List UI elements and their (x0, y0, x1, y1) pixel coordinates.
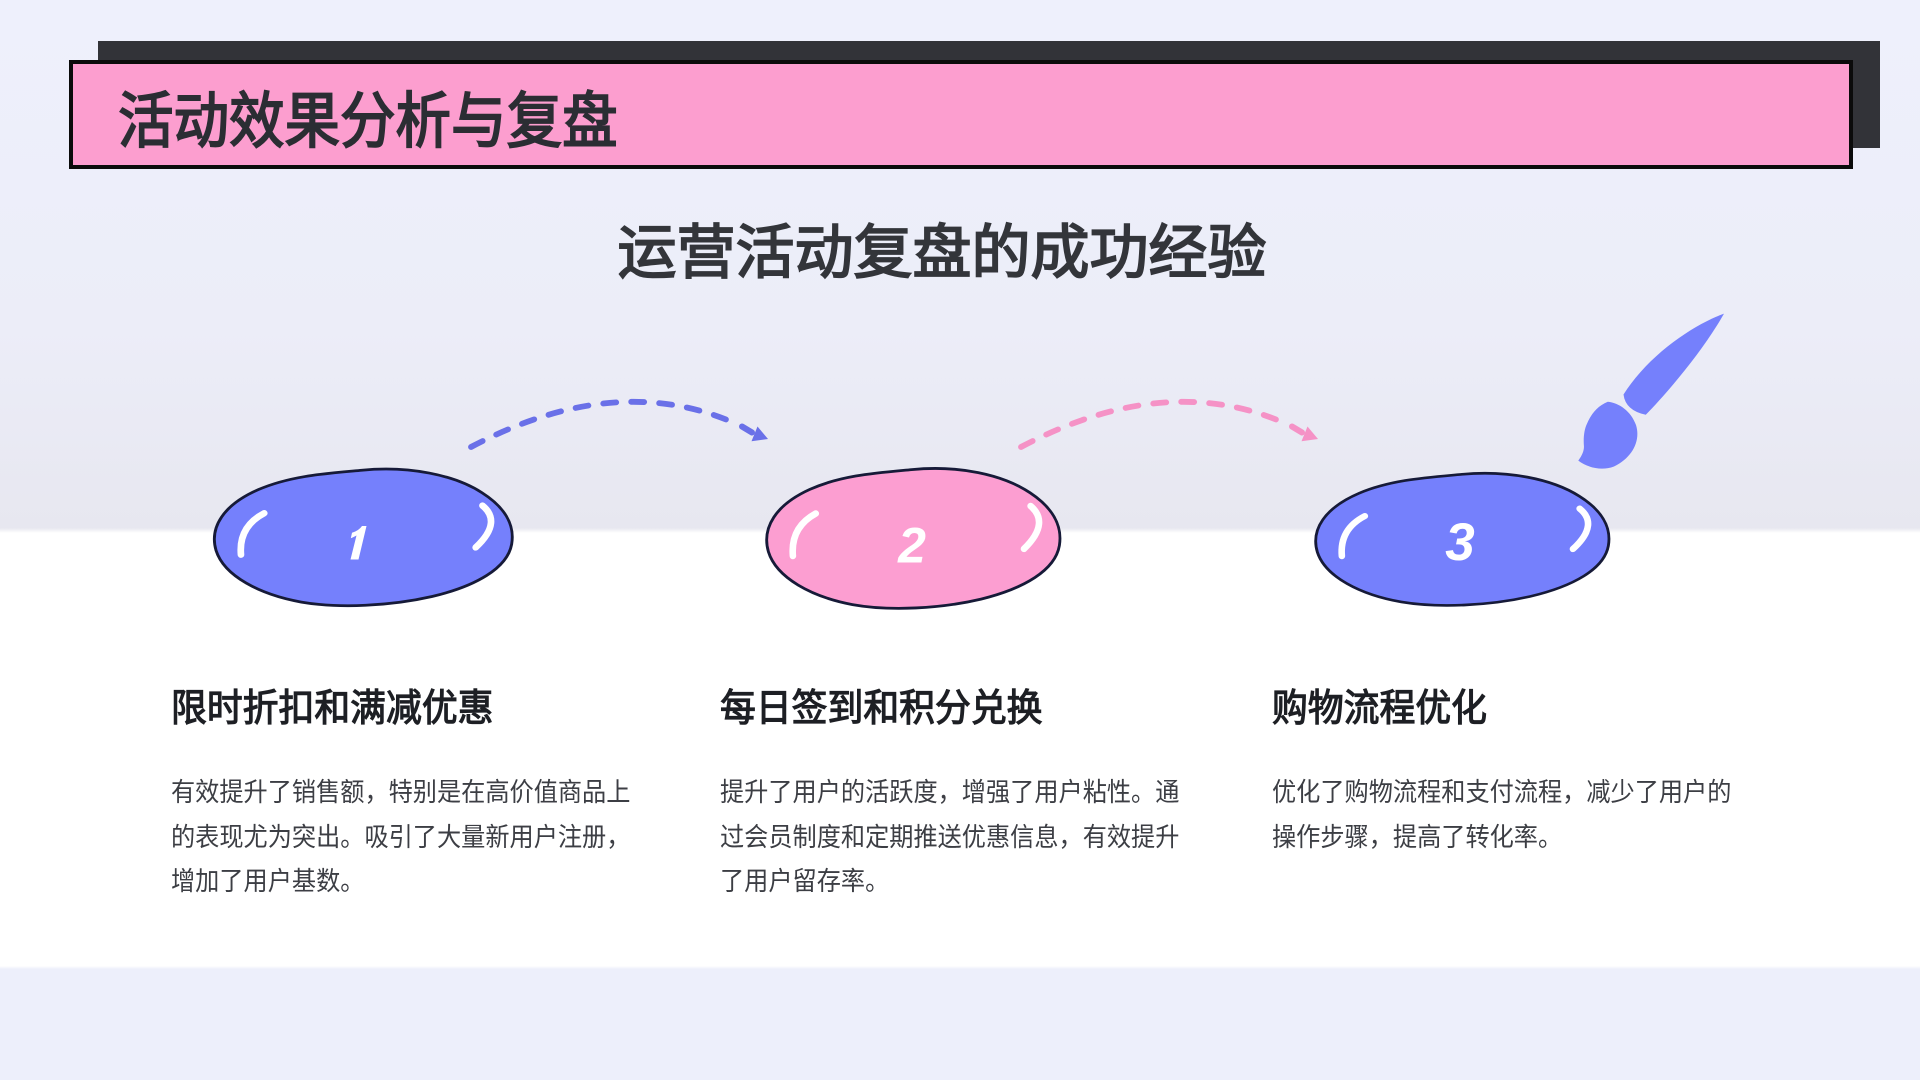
svg-text:2: 2 (897, 518, 926, 574)
svg-text:3: 3 (1445, 513, 1474, 572)
